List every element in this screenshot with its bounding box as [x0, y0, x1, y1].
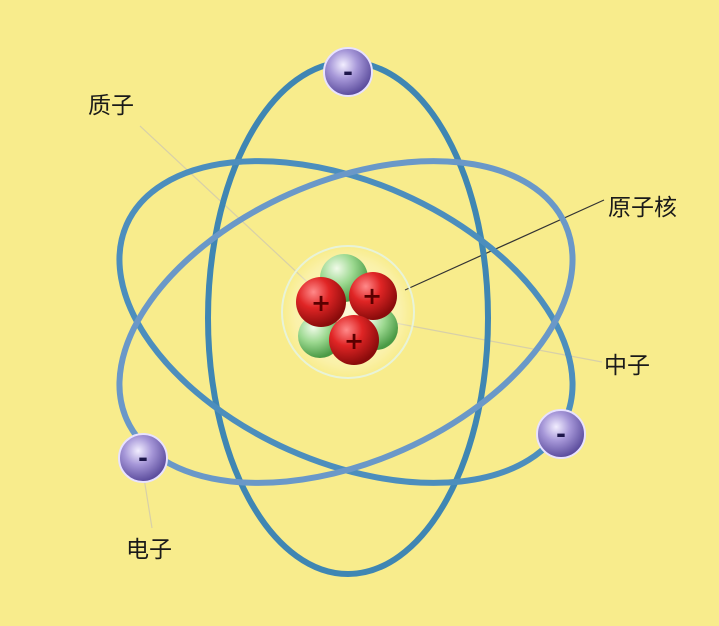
label-neutron: 中子	[604, 353, 650, 379]
electron-sign: -	[138, 444, 148, 472]
electron-sign: -	[556, 420, 566, 448]
proton-sign: +	[344, 327, 364, 355]
proton	[296, 277, 346, 327]
electron-right: -	[536, 409, 586, 459]
orbit-tilted-up	[116, 158, 576, 486]
electron-left: -	[118, 433, 168, 483]
proton-sign: +	[362, 282, 382, 310]
leader-line-electron	[143, 477, 153, 529]
label-proton: 质子	[88, 93, 134, 119]
electron-sign: -	[343, 58, 353, 86]
leader-line-proton	[139, 125, 319, 293]
leader-line-nucleus	[404, 199, 605, 291]
nucleus: + + +	[296, 254, 398, 365]
electron-top: -	[323, 47, 373, 97]
label-electron: 电子	[126, 537, 172, 563]
proton	[349, 272, 397, 320]
proton	[329, 315, 379, 365]
label-nucleus: 原子核	[608, 195, 677, 221]
proton-sign: +	[311, 289, 331, 317]
